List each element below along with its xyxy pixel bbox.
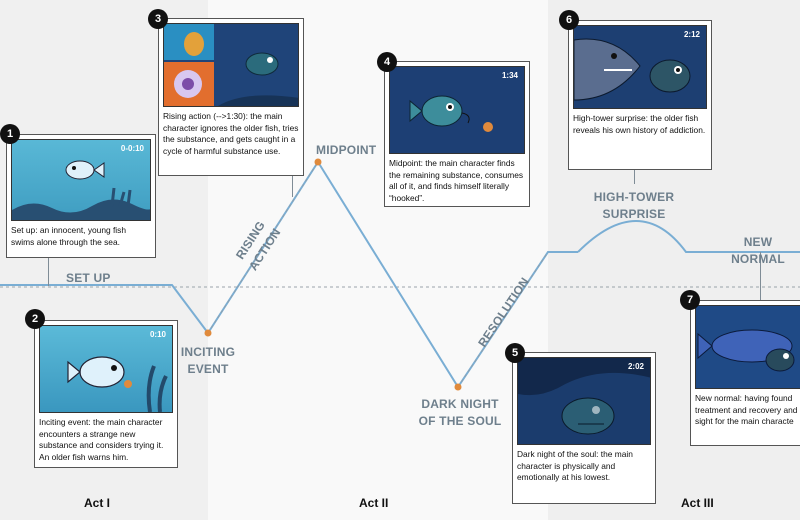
caption-setup: Set up: an innocent, young fish swims al…	[11, 225, 127, 247]
thumbnail-setup: 0-0:10	[11, 139, 151, 221]
storyboard-card-high-tower[interactable]: 2:12 High-tower surprise: the older fish…	[568, 20, 712, 170]
act-three-label: Act III	[681, 496, 714, 510]
caption-midpoint: Midpoint: the main character finds the r…	[389, 158, 524, 203]
label-hightower-line2: SURPRISE	[602, 207, 666, 221]
label-inciting-line2: EVENT	[187, 362, 229, 376]
step-badge-4: 4	[377, 52, 397, 72]
label-high-tower-surprise: HIGH-TOWER SURPRISE	[588, 189, 680, 223]
thumbnail-midpoint: 1:34	[389, 66, 525, 154]
storyboard-card-setup[interactable]: 0-0:10 Set up: an innocent, young fish s…	[6, 134, 156, 258]
step-badge-7: 7	[680, 290, 700, 310]
rising-pin	[292, 175, 293, 197]
substance-cycle-image	[164, 24, 298, 106]
thumbnail-dark-night: 2:02	[517, 357, 651, 445]
hightower-pin	[634, 170, 635, 184]
storyboard-card-new-normal[interactable]: New normal: having found treatment and r…	[690, 300, 800, 446]
timestamp-setup: 0-0:10	[120, 144, 144, 153]
step-badge-6: 6	[559, 10, 579, 30]
label-dark-line2: OF THE SOUL	[418, 414, 502, 428]
hooked-fish-image	[409, 95, 493, 132]
timestamp-dark-night: 2:02	[627, 362, 644, 371]
timestamp-midpoint: 1:34	[501, 71, 518, 80]
high-tower-bump	[577, 220, 800, 253]
setup-pin	[48, 258, 49, 286]
thumbnail-inciting-event: 0:10	[39, 325, 173, 413]
storyboard-card-rising-action[interactable]: Rising action (-->1:30): the main charac…	[158, 18, 304, 176]
label-inciting-line1: INCITING	[180, 345, 236, 359]
thumbnail-rising-action	[163, 23, 299, 107]
label-new-normal: NEW NORMAL	[731, 235, 785, 266]
storyboard-card-inciting-event[interactable]: 0:10 Inciting event: the main character …	[34, 320, 178, 468]
step-badge-3: 3	[148, 9, 168, 29]
caption-rising: Rising action (-->1:30): the main charac…	[163, 111, 299, 156]
label-midpoint: MIDPOINT	[316, 143, 377, 157]
step-badge-2: 2	[25, 309, 45, 329]
caption-high-tower: High-tower surprise: the older fish reve…	[573, 113, 706, 135]
inciting-point	[204, 329, 212, 337]
label-setup: SET UP	[66, 271, 111, 285]
act-two-label: Act II	[359, 496, 389, 510]
recovery-image	[697, 329, 795, 372]
timestamp-high-tower: 2:12	[683, 30, 700, 39]
caption-inciting: Inciting event: the main character encou…	[39, 417, 164, 462]
fish-substance-image	[67, 356, 168, 412]
lowest-point-image	[518, 358, 650, 435]
midpoint-point	[314, 158, 322, 166]
caption-dark-night: Dark night of the soul: the main charact…	[517, 449, 633, 483]
label-hightower-line1: HIGH-TOWER	[593, 190, 675, 204]
act-one-label: Act I	[84, 496, 111, 510]
timestamp-inciting: 0:10	[149, 330, 166, 339]
thumbnail-new-normal	[695, 305, 800, 389]
label-inciting-event: INCITING EVENT	[176, 344, 240, 378]
storyboard-card-midpoint[interactable]: 1:34 Midpoint: the main character finds …	[384, 61, 530, 207]
older-fish-reveal-image	[574, 38, 691, 101]
rising-guide	[207, 161, 319, 334]
label-dark-line1: DARK NIGHT	[421, 397, 499, 411]
step-badge-1: 1	[0, 124, 20, 144]
young-fish-image	[12, 160, 150, 220]
dark-night-point	[454, 383, 462, 391]
thumbnail-high-tower: 2:12	[573, 25, 707, 109]
step-badge-5: 5	[505, 343, 525, 363]
newnormal-pin	[760, 252, 761, 300]
label-dark-night: DARK NIGHT OF THE SOUL	[418, 396, 502, 430]
caption-new-normal: New normal: having found treatment and r…	[695, 393, 798, 427]
storyboard-card-dark-night[interactable]: 2:02 Dark night of the soul: the main ch…	[512, 352, 656, 504]
